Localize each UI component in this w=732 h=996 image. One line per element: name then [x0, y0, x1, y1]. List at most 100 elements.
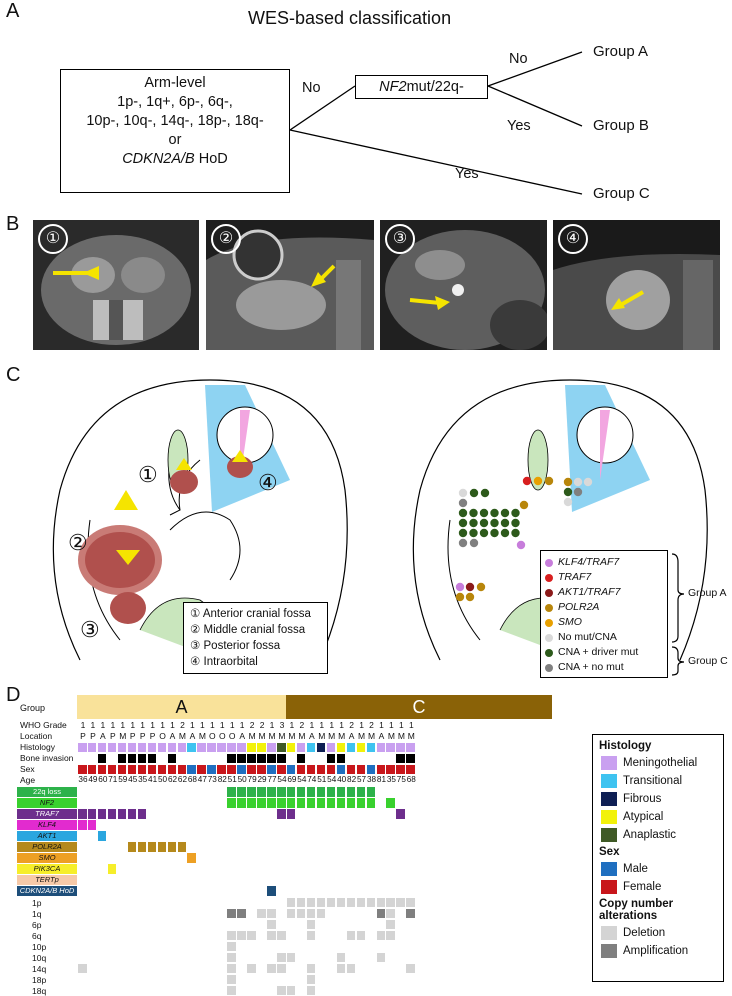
d-legend-text: Atypical: [623, 811, 664, 823]
gene-alteration-cell: [227, 787, 236, 797]
dot-mcf-x2: [469, 538, 479, 548]
sex-cell: [167, 765, 177, 774]
c-legend-dot: [545, 558, 553, 567]
age-cell: 35: [386, 775, 396, 784]
age-cell: 38: [366, 775, 377, 784]
cna-cell: [267, 964, 276, 973]
who-grade-cell: 1: [329, 720, 335, 730]
who-grade-cell: 1: [199, 720, 205, 730]
cna-cell: [366, 898, 376, 907]
gene-alteration-cell: [237, 787, 246, 797]
histology-cell: [197, 743, 206, 752]
age-cell: 54: [297, 775, 307, 784]
gene-row-label: SMO: [17, 853, 77, 863]
who-grade-cell: 1: [289, 720, 295, 730]
mri-2-number: ②: [211, 224, 241, 254]
tree-edge-no2: [487, 51, 583, 87]
who-grade-cell: 2: [299, 720, 305, 730]
d-legend-item: Meningothelial: [601, 756, 717, 770]
sex-cell: [356, 765, 366, 774]
histology-cell: [316, 743, 326, 752]
location-cell: A: [189, 731, 196, 741]
who-grade-cell: 2: [249, 720, 255, 730]
location-cell: O: [209, 731, 216, 741]
age-cell: 68: [406, 775, 416, 784]
age-cell: 74: [307, 775, 317, 784]
age-cell: 47: [197, 775, 207, 784]
gene-alteration-cell: [177, 842, 186, 852]
gene-alteration-cell: [286, 787, 296, 797]
d-legend-swatch: [601, 862, 617, 876]
cna-cell: [78, 964, 87, 973]
histology-cell: [87, 743, 97, 752]
location-cell: A: [378, 731, 385, 741]
location-cell: M: [407, 731, 415, 741]
cna-cell: [386, 931, 395, 940]
location-cell: M: [318, 731, 326, 741]
dot-mcf-1-2: [479, 518, 489, 528]
who-grade-cell: 1: [209, 720, 215, 730]
sex-cell: [217, 765, 226, 774]
criteria-line-5: CDKN2A/B HoD: [61, 150, 289, 169]
histology-cell: [187, 743, 196, 752]
d-group-c-band: C: [286, 695, 552, 719]
bone-invasion-cell: [237, 754, 246, 763]
age-cell: 82: [217, 775, 227, 784]
c-legend-dot: [545, 663, 553, 672]
c-legend-item: POLR2A: [545, 600, 663, 615]
nf2-suffix: mut/22q-: [406, 79, 464, 95]
gene-alteration-cell: [346, 798, 356, 808]
cna-cell: [306, 898, 316, 907]
c-left-legend-4: ④ Intraorbital: [190, 656, 258, 668]
who-grade-cell: 1: [150, 720, 155, 730]
who-grade-cell: 1: [100, 720, 106, 730]
sex-cell: [227, 765, 236, 774]
criteria-line-2: 1p-, 1q+, 6p-, 6q-,: [117, 94, 233, 110]
who-grade-cell: 3: [279, 720, 285, 730]
gene-alteration-cell: [296, 787, 306, 797]
gene-alteration-cell: [336, 787, 346, 797]
histology-cell: [227, 743, 236, 752]
sex-cell: [127, 765, 137, 774]
c-left-legend-1: ① Anterior cranial fossa: [190, 608, 311, 620]
cna-row-label: 1q: [32, 909, 42, 919]
d-legend-item: Anaplastic: [601, 828, 717, 842]
dot-mcf-0-1: [469, 508, 478, 518]
dot-mcf-0b: [469, 488, 479, 498]
cna-cell: [306, 909, 316, 918]
sex-cell: [386, 765, 395, 774]
gene-alteration-cell: [78, 820, 87, 830]
d-group-c-text: C: [412, 697, 426, 717]
mri-1-art: [33, 220, 199, 350]
age-cell: 77: [267, 775, 277, 784]
age-cell: 81: [376, 775, 387, 784]
cna-cell: [237, 931, 246, 940]
location-cell: A: [100, 731, 106, 741]
cna-cell: [376, 909, 385, 918]
gene-alteration-cell: [187, 853, 196, 863]
panel-a-title: WES-based classification: [248, 8, 452, 28]
gene-alteration-cell: [336, 798, 346, 808]
cna-cell: [227, 975, 236, 984]
cna-cell: [227, 986, 236, 995]
gene-alteration-cell: [326, 798, 336, 808]
cna-row-label: 18p: [32, 975, 47, 985]
d-group-a-text: A: [175, 697, 188, 717]
sex-cell: [326, 765, 336, 774]
d-legend-text: Fibrous: [623, 793, 662, 805]
cna-cell: [396, 898, 405, 907]
cna-cell: [286, 953, 296, 962]
d-legend-swatch: [601, 810, 617, 824]
gene-alteration-cell: [356, 787, 366, 797]
dot-io-3: [583, 477, 593, 487]
sex-cell: [336, 765, 346, 774]
dot-acf-3: [544, 476, 554, 486]
mri-image-3: ③: [380, 220, 547, 350]
histology-cell: [366, 743, 376, 752]
c-legend-text: KLF4/TRAF7: [558, 556, 620, 568]
gene-alteration-cell: [396, 809, 405, 819]
bone-invasion-cell: [117, 754, 127, 763]
d-row-label: Location: [20, 731, 53, 741]
location-cell: M: [358, 731, 366, 741]
